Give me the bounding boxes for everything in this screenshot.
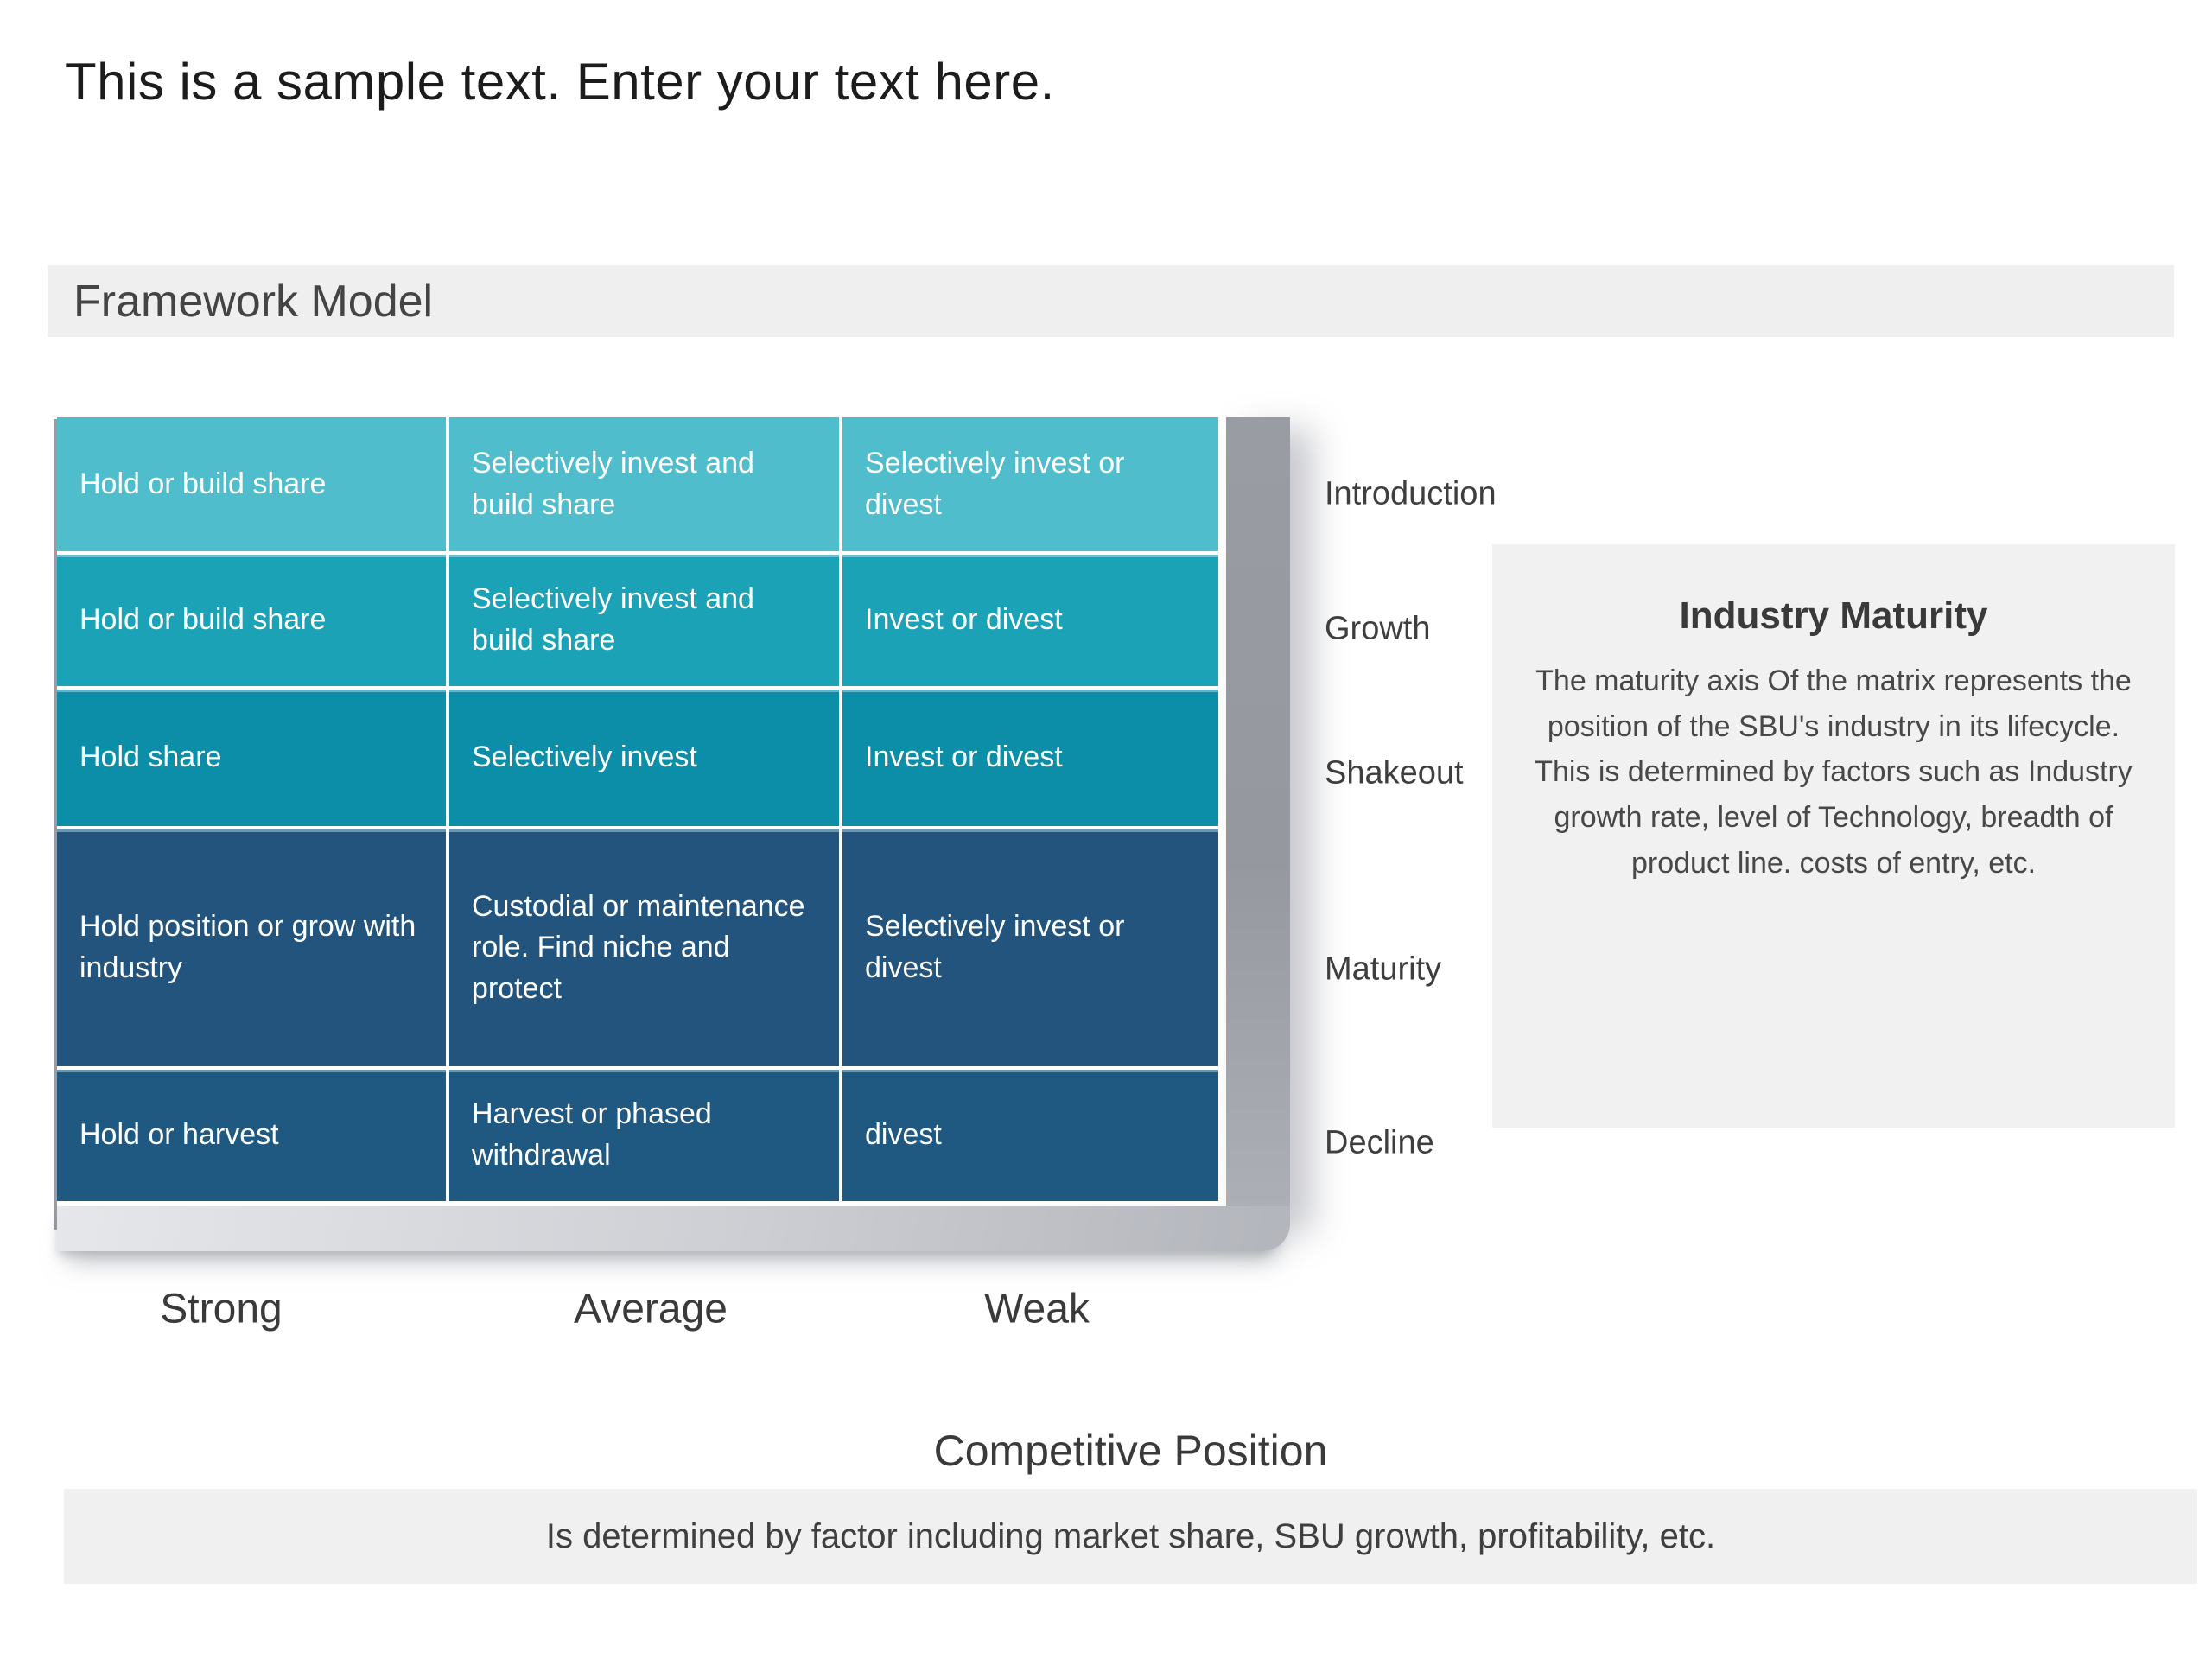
stage-label-introduction: Introduction [1325,475,1497,512]
industry-maturity-panel: Industry Maturity The maturity axis Of t… [1492,544,2175,1128]
matrix-shadow-bottom [57,1206,1290,1251]
matrix-cell: Hold share [57,690,446,826]
matrix-cell: Selectively invest and build share [449,417,839,551]
industry-maturity-description: The maturity axis Of the matrix represen… [1535,664,2133,880]
matrix-cell: Hold or build share [57,555,446,686]
matrix-cell: Hold position or grow with industry [57,830,446,1066]
matrix-cell: Invest or divest [842,555,1218,686]
matrix-cell: Hold or build share [57,417,446,551]
matrix-shadow-slab [1226,417,1290,1221]
stage-label-maturity: Maturity [1325,950,1442,988]
competitive-position-title: Competitive Position [933,1427,1328,1475]
matrix-cell: Selectively invest or divest [842,830,1218,1066]
stage-label-decline: Decline [1325,1124,1434,1161]
matrix-cell: Invest or divest [842,690,1218,826]
matrix-grid: Hold or build share Selectively invest a… [57,417,1222,1201]
axis-label-strong: Strong [160,1286,283,1332]
page-title: This is a sample text. Enter your text h… [65,53,1055,111]
matrix-cell: Custodial or maintenance role. Find nich… [449,830,839,1066]
section-header-label: Framework Model [73,276,434,327]
matrix-cell: divest [842,1070,1218,1201]
stage-label-growth: Growth [1325,610,1431,647]
matrix-cell: Selectively invest and build share [449,555,839,686]
framework-matrix: Hold or build share Selectively invest a… [54,417,1290,1273]
industry-maturity-title: Industry Maturity [1679,594,1988,637]
section-header-bar: Framework Model [48,265,2174,337]
competitive-position-bar: Is determined by factor including market… [64,1489,2197,1584]
matrix-cell: Hold or harvest [57,1070,446,1201]
matrix-cell: Harvest or phased withdrawal [449,1070,839,1201]
matrix-cell: Selectively invest [449,690,839,826]
stage-label-shakeout: Shakeout [1325,754,1464,791]
matrix-cell: Selectively invest or divest [842,417,1218,551]
competitive-position-description: Is determined by factor including market… [545,1516,1716,1555]
axis-label-average: Average [574,1286,728,1332]
axis-label-weak: Weak [984,1286,1090,1332]
